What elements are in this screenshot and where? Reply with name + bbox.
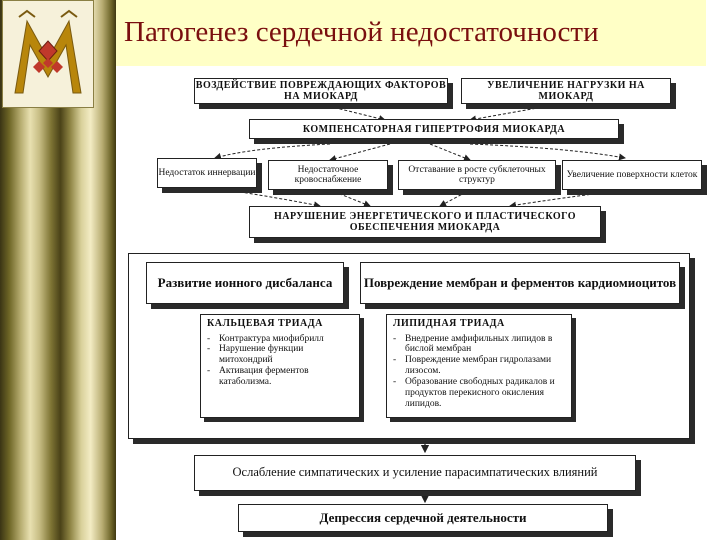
blood-supply-deficit-box: Недостаточное кровоснабжение — [268, 160, 388, 190]
list-item: Повреждение мембран гидролазами лизосом. — [393, 355, 565, 377]
calcium-triad-list: Контрактура миофибрилл Нарушение функции… — [207, 334, 353, 389]
membrane-damage-box: Повреждение мембран и ферментов кардиоми… — [360, 262, 680, 304]
page-title: Патогенез сердечной недостаточности — [124, 16, 599, 48]
energy-supply-disorder-box: НАРУШЕНИЕ ЭНЕРГЕТИЧЕСКОГО И ПЛАСТИЧЕСКОГ… — [249, 206, 601, 238]
list-item: Активация ферментов катаболизма. — [207, 366, 353, 388]
list-item: Образование свободных радикалов и продук… — [393, 377, 565, 410]
damaging-factors-box: ВОЗДЕЙСТВИЕ ПОВРЕЖДАЮЩИХ ФАКТОРОВ НА МИО… — [194, 78, 448, 104]
cell-surface-increase-box: Увеличение поверхности клеток — [562, 160, 702, 190]
increased-load-box: УВЕЛИЧЕНИЕ НАГРУЗКИ НА МИОКАРД — [461, 78, 671, 104]
innervation-deficit-box: Недостаток иннервации — [157, 158, 257, 188]
subcellular-lag-box: Отставание в росте субклеточных структур — [398, 160, 556, 190]
ion-imbalance-box: Развитие ионного дисбаланса — [146, 262, 344, 304]
list-item: Внедрение амфифильных липидов в бислой м… — [393, 334, 565, 356]
lipid-triad-heading: ЛИПИДНАЯ ТРИАДА — [393, 318, 505, 329]
autonomic-influence-box: Ослабление симпатических и усиление пара… — [194, 455, 636, 491]
logo-emblem-icon — [14, 9, 82, 94]
calcium-triad-box: КАЛЬЦЕВАЯ ТРИАДА Контрактура миофибрилл … — [200, 314, 360, 418]
title-bar — [116, 0, 706, 66]
compensatory-hypertrophy-box: КОМПЕНСАТОРНАЯ ГИПЕРТРОФИЯ МИОКАРДА — [249, 119, 619, 139]
logo — [2, 0, 94, 108]
list-item: Нарушение функции митохондрий — [207, 344, 353, 366]
cardiac-depression-box: Депрессия сердечной деятельности — [238, 504, 608, 532]
calcium-triad-heading: КАЛЬЦЕВАЯ ТРИАДА — [207, 318, 323, 329]
lipid-triad-box: ЛИПИДНАЯ ТРИАДА Внедрение амфифильных ли… — [386, 314, 572, 418]
list-item: Контрактура миофибрилл — [207, 334, 353, 345]
lipid-triad-list: Внедрение амфифильных липидов в бислой м… — [393, 334, 565, 410]
